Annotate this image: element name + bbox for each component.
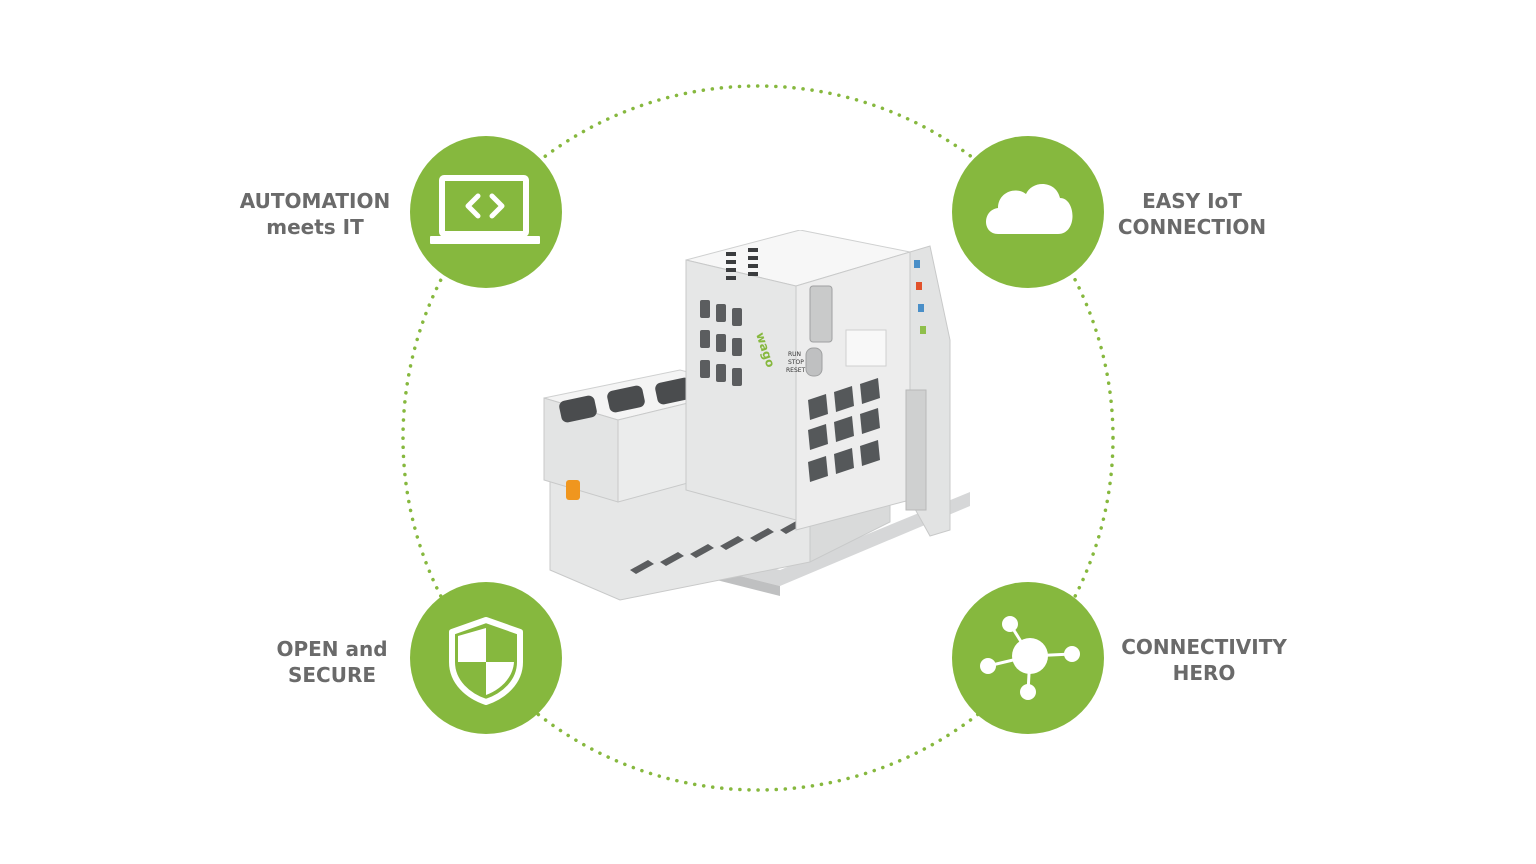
connectivity-label-line2: HERO	[1172, 661, 1236, 685]
hub-network-icon	[980, 616, 1080, 700]
cloud-icon	[986, 183, 1073, 234]
switch-label-run: RUN	[788, 351, 801, 358]
secure-label: OPEN and SECURE	[262, 636, 402, 688]
switch-label-stop: STOP	[788, 359, 804, 366]
automation-circle	[410, 136, 562, 288]
iot-label-line1: EASY IoT	[1142, 189, 1242, 213]
iot-label: EASY IoT CONNECTION	[1110, 188, 1274, 240]
mode-switch	[805, 347, 823, 377]
secure-label-line1: OPEN and	[276, 637, 388, 661]
iot-circle	[952, 136, 1104, 288]
secure-circle	[410, 582, 562, 734]
secure-label-line2: SECURE	[287, 663, 377, 687]
shield-icon	[449, 617, 523, 705]
switch-label-reset: RESET	[786, 367, 806, 374]
sd-card-slot	[809, 285, 833, 343]
automation-label: AUTOMATION meets IT	[230, 188, 400, 240]
connectivity-label: CONNECTIVITY HERO	[1112, 634, 1296, 686]
automation-label-line1: AUTOMATION	[239, 189, 391, 213]
iot-label-line2: CONNECTION	[1117, 215, 1267, 239]
connectivity-circle	[952, 582, 1104, 734]
controller-device-illustration: wago RUN STOP RESET	[543, 230, 970, 601]
automation-label-line2: meets IT	[266, 215, 364, 239]
connectivity-label-line1: CONNECTIVITY	[1121, 635, 1287, 659]
orange-clip	[566, 480, 580, 500]
laptop-code-icon	[430, 175, 540, 244]
